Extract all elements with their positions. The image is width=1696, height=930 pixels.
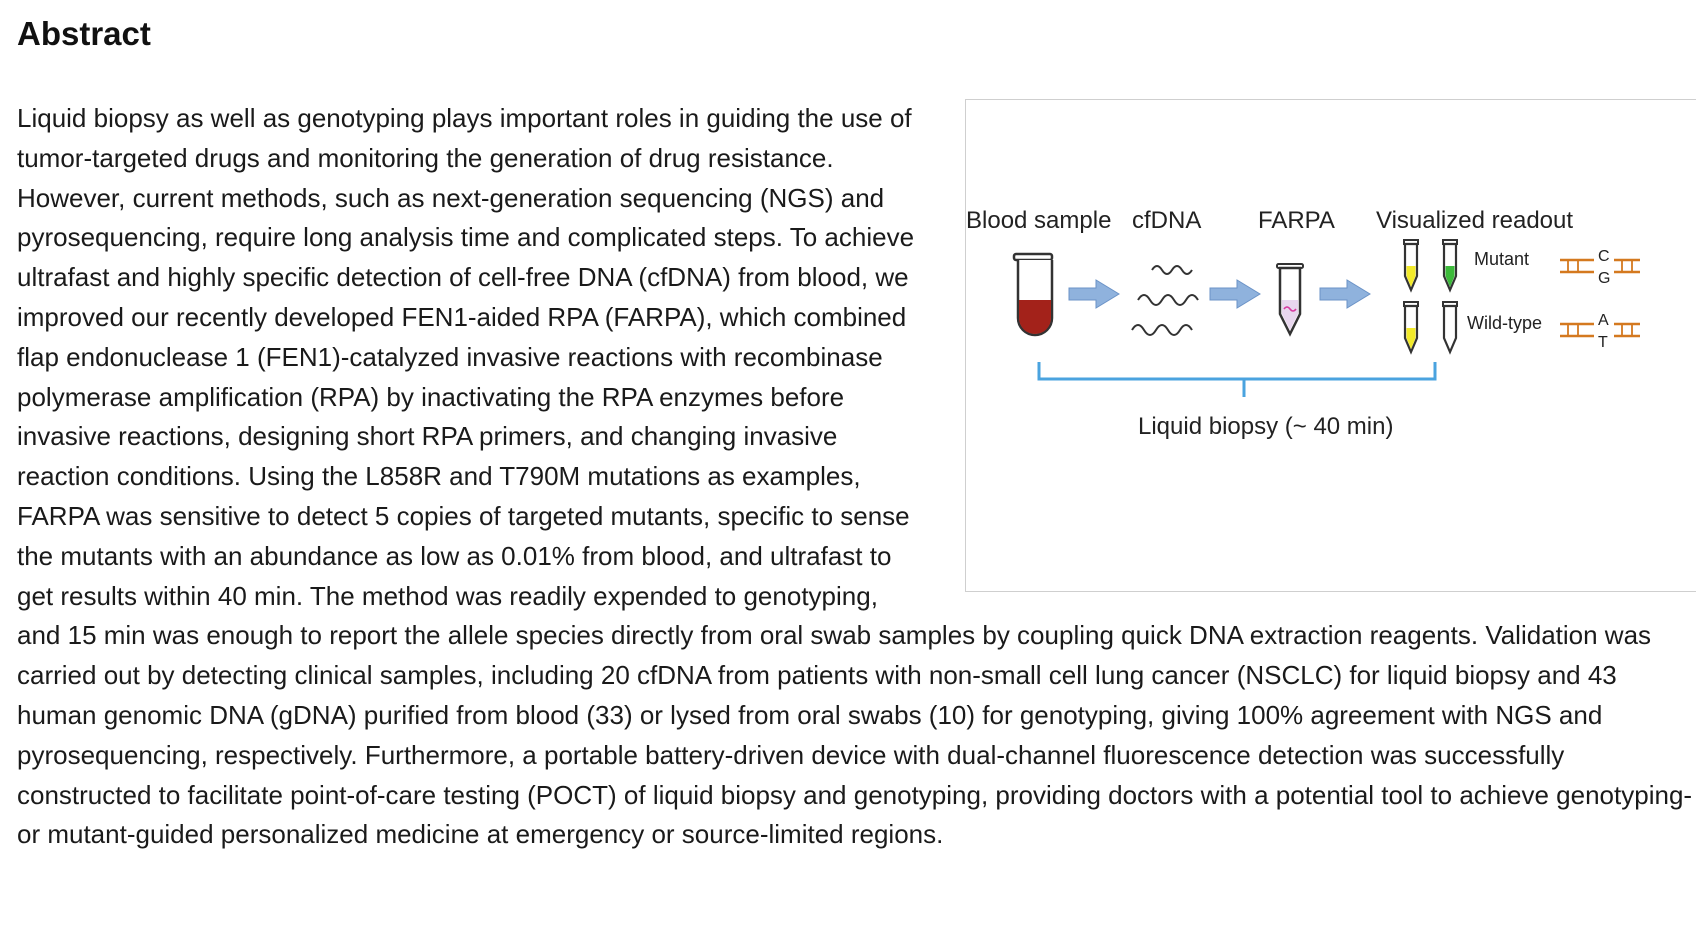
visualized-readout-label: Visualized readout — [1376, 207, 1573, 234]
mutant-green-tube-icon — [1442, 239, 1458, 293]
mutant-label: Mutant — [1474, 249, 1529, 269]
farpa-tube-icon — [1276, 263, 1304, 337]
wildtype-base-top: A — [1598, 312, 1609, 329]
liquid-biopsy-bracket — [1037, 362, 1437, 397]
wildtype-base-bottom: T — [1598, 334, 1608, 351]
wildtype-dna-duplex-icon — [1560, 322, 1640, 338]
blood-tube-icon — [1012, 252, 1054, 337]
blood-sample-label: Blood sample — [966, 207, 1111, 234]
arrow-3-icon — [1319, 279, 1371, 309]
cfdna-fragments-icon — [1131, 265, 1199, 336]
mutant-yellow-tube-icon — [1403, 239, 1419, 293]
abstract-heading: Abstract — [17, 15, 151, 52]
arrow-1-icon — [1068, 279, 1120, 309]
abstract-section: Blood sample cfDNA FARPA Visualized read… — [17, 99, 1696, 855]
graphical-abstract-figure: Blood sample cfDNA FARPA Visualized read… — [965, 99, 1696, 592]
page: Abstract Blood sample cfDNA FARPA Visual… — [17, 0, 1696, 855]
wildtype-yellow-tube-icon — [1403, 301, 1419, 355]
mutant-base-bottom: G — [1598, 270, 1610, 287]
cfdna-label: cfDNA — [1132, 207, 1201, 234]
abstract-text: Liquid biopsy as well as genotyping play… — [17, 103, 1693, 850]
graphical-abstract-svg: Blood sample cfDNA FARPA Visualized read… — [966, 207, 1640, 440]
mutant-base-top: C — [1598, 248, 1610, 265]
mutant-dna-duplex-icon — [1560, 258, 1640, 274]
arrow-2-icon — [1209, 279, 1261, 309]
farpa-label: FARPA — [1258, 207, 1335, 234]
wildtype-clear-tube-icon — [1442, 301, 1458, 355]
liquid-biopsy-label: Liquid biopsy (~ 40 min) — [1138, 413, 1393, 440]
wild-type-label: Wild-type — [1467, 313, 1542, 333]
